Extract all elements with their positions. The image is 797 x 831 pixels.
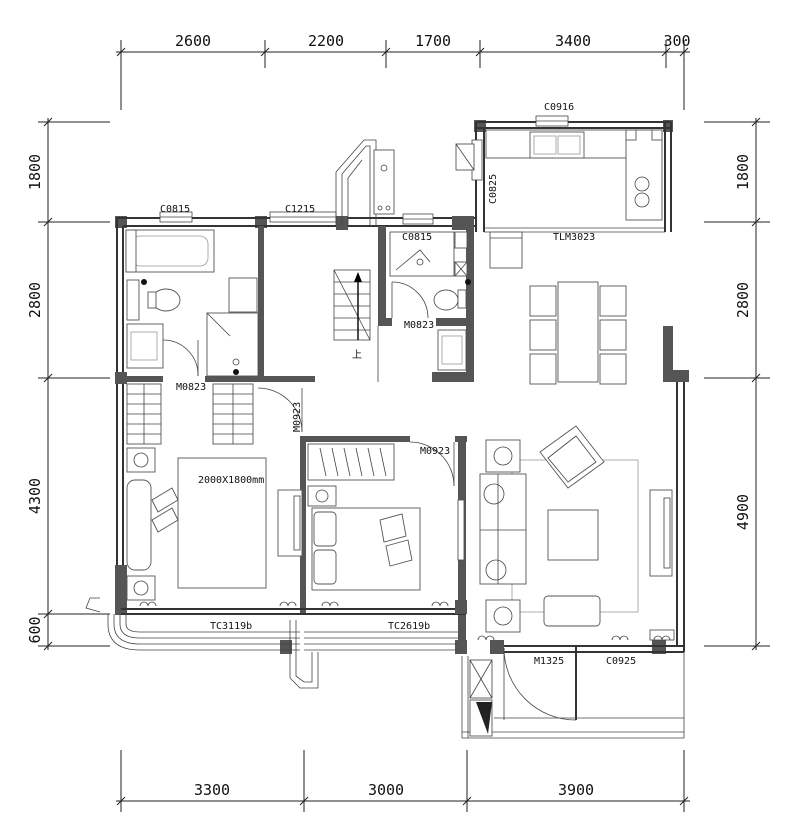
coffee-table xyxy=(547,509,599,561)
label-tc3119b: TC3119b xyxy=(210,621,252,632)
living-room xyxy=(139,425,673,721)
annotations: C0916 C0815 C1215 C0815 C0825 TLM3023 M0… xyxy=(160,102,636,667)
stove-burner-1 xyxy=(634,176,650,192)
dimension-bottom: 3300 3000 3900 xyxy=(116,750,690,812)
dimension-top: 2600 2200 1700 3400 300 xyxy=(116,32,691,110)
dim-top-5: 300 xyxy=(663,32,690,50)
dim-left-4: 600 xyxy=(26,616,44,643)
dimension-right: 1800 2800 4900 xyxy=(704,117,770,651)
center-bathroom xyxy=(389,231,471,371)
shower xyxy=(206,312,259,377)
armchair xyxy=(539,425,605,489)
label-c0916: C0916 xyxy=(544,102,574,113)
balcony xyxy=(85,597,685,739)
label-c0925: C0925 xyxy=(606,656,636,667)
fridge xyxy=(489,231,523,269)
bathtub xyxy=(125,229,215,273)
dim-left-2: 2800 xyxy=(26,282,44,318)
dim-bottom-2: 3000 xyxy=(368,781,404,799)
dim-right-1: 1800 xyxy=(734,154,752,190)
dim-top-2: 2200 xyxy=(308,32,344,50)
dimension-left: 1800 2800 4300 600 xyxy=(26,117,110,651)
dim-top-1: 2600 xyxy=(175,32,211,50)
label-m1325: M1325 xyxy=(534,656,564,667)
label-m0923-a: M0923 xyxy=(292,402,303,432)
dim-left-3: 4300 xyxy=(26,478,44,514)
wardrobe-second xyxy=(307,443,395,481)
left-bathroom xyxy=(125,229,259,377)
label-c0825: C0825 xyxy=(488,174,499,204)
bed-size-label: 2000X1800mm xyxy=(198,475,264,486)
label-m0823-a: M0823 xyxy=(176,382,206,393)
sink-center xyxy=(437,329,467,371)
master-bedroom: 2000X1800mm xyxy=(126,383,303,601)
second-bedroom xyxy=(307,441,465,591)
sink-left xyxy=(126,323,164,369)
label-m0923-b: M0923 xyxy=(420,446,450,457)
dim-right-3: 4900 xyxy=(734,494,752,530)
master-bed xyxy=(177,457,267,589)
label-m0823-b: M0823 xyxy=(404,320,434,331)
dim-bottom-1: 3300 xyxy=(194,781,230,799)
staircase: 上 xyxy=(333,139,395,382)
dim-top-3: 1700 xyxy=(415,32,451,50)
sofa xyxy=(479,473,527,585)
dining-table xyxy=(557,281,599,383)
label-tc2619b: TC2619b xyxy=(388,621,430,632)
label-tlm3023: TLM3023 xyxy=(553,232,595,243)
stove-burner-2 xyxy=(634,192,650,208)
walls xyxy=(115,120,689,720)
toilet-center xyxy=(433,289,459,311)
dim-left-1: 1800 xyxy=(26,154,44,190)
label-c0815-b: C0815 xyxy=(402,232,432,243)
label-c1215: C1215 xyxy=(285,204,315,215)
kitchen xyxy=(455,129,663,269)
dim-top-4: 3400 xyxy=(555,32,591,50)
dim-right-2: 2800 xyxy=(734,282,752,318)
stair-up-label: 上 xyxy=(352,349,362,361)
dim-bottom-3: 3900 xyxy=(558,781,594,799)
dining-area xyxy=(529,281,627,385)
label-c0815-a: C0815 xyxy=(160,204,190,215)
